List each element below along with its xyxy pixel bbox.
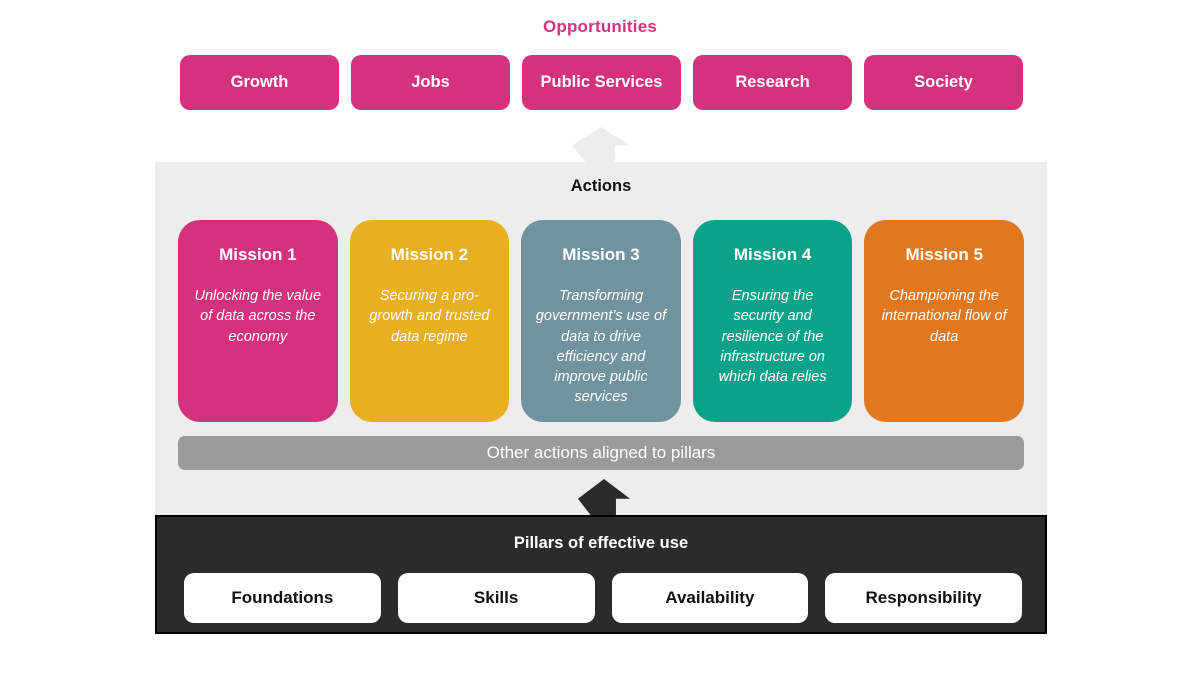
actions-heading: Actions [570, 177, 632, 195]
pillars-row: Foundations Skills Availability Responsi… [184, 573, 1022, 623]
opportunity-box: Research [693, 55, 852, 110]
pillar-label: Skills [473, 588, 519, 607]
mission-card: Mission 4 Ensuring the security and resi… [692, 220, 853, 422]
opportunity-box: Public Services [522, 55, 681, 110]
other-actions-label: Other actions aligned to pillars [486, 443, 716, 462]
pillar-box: Skills [397, 573, 595, 623]
pillar-box: Foundations [184, 573, 381, 623]
opportunity-box: Society [864, 55, 1023, 110]
mission-title: Mission 4 [733, 245, 812, 264]
mission-description: Ensuring the security and resilience of … [718, 288, 827, 386]
mission-description: Transforming government’s use of data to… [535, 288, 667, 406]
pillar-label: Responsibility [865, 588, 982, 607]
other-actions-bar: Other actions aligned to pillars [178, 436, 1024, 470]
mission-title: Mission 2 [390, 245, 469, 264]
mission-description: Unlocking the value of data across the e… [194, 288, 322, 345]
opportunities-row: Growth Jobs Public Services Research Soc… [180, 55, 1023, 110]
opportunities-heading: Opportunities [542, 17, 658, 36]
mission-description: Championing the international flow of da… [881, 288, 1007, 345]
actions-panel: Actions Mission 1 Unlocking the value of… [155, 162, 1047, 515]
mission-card: Mission 5 Championing the international … [864, 220, 1024, 422]
opportunity-label: Jobs [411, 73, 450, 92]
mission-card: Mission 2 Securing a pro-growth and trus… [349, 220, 510, 422]
missions-row: Mission 1 Unlocking the value of data ac… [178, 220, 1024, 422]
opportunity-box: Growth [180, 55, 339, 110]
opportunity-box: Jobs [351, 55, 510, 110]
opportunity-label: Growth [230, 73, 289, 92]
opportunity-label: Public Services [540, 73, 663, 92]
mission-title: Mission 3 [562, 245, 640, 264]
mission-card: Mission 3 Transforming government’s use … [521, 220, 681, 422]
opportunity-label: Society [914, 73, 973, 92]
mission-description: Securing a pro-growth and trusted data r… [369, 288, 490, 345]
up-arrow-light-icon [572, 127, 630, 164]
mission-title: Mission 1 [219, 245, 297, 264]
mission-card: Mission 1 Unlocking the value of data ac… [178, 220, 338, 422]
pillars-heading: Pillars of effective use [513, 534, 689, 552]
pillar-box: Availability [611, 573, 809, 623]
pillar-box: Responsibility [825, 573, 1022, 623]
pillar-label: Availability [665, 588, 755, 607]
mission-title: Mission 5 [905, 245, 983, 264]
pillar-label: Foundations [231, 588, 334, 607]
pillars-panel: Pillars of effective use Foundations Ski… [155, 515, 1047, 634]
opportunity-label: Research [735, 73, 810, 92]
